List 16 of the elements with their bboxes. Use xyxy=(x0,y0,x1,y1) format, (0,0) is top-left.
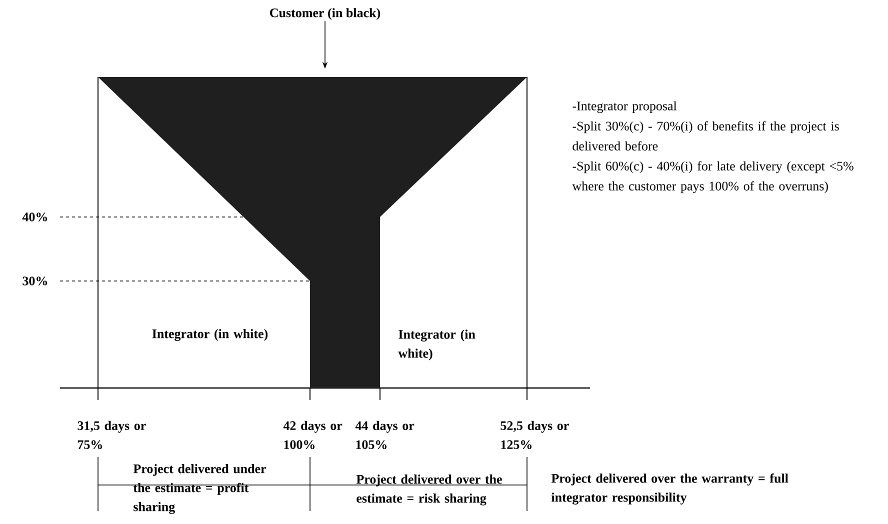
region-label: Integrator (in white) xyxy=(152,329,268,341)
zone-label: Project delivered over the warranty = full integrator responsibility xyxy=(551,473,788,504)
percent-label: 30% xyxy=(22,276,47,286)
note-text: -Integrator proposal xyxy=(572,101,677,114)
tick-label: 31,5 days or 75% xyxy=(78,420,146,450)
zone-label: Project delivered over the estimate = risk sharing xyxy=(356,474,502,506)
percent-label: 40% xyxy=(22,212,47,222)
zone-label: Project delivered under the estimate = profit sharing xyxy=(133,464,266,514)
tick-label: 44 days or 105% xyxy=(355,420,414,450)
region-label: Integrator (in white) xyxy=(398,330,476,360)
tick-label: 42 days or 100% xyxy=(283,420,342,450)
note-text: -Split 60%(c) - 40%(i) for late delivery (except <5% where the customer pays 100% of the overruns) xyxy=(572,161,854,194)
note-text: -Split 30%(c) - 70%(i) of benefits if the project is delivered before xyxy=(572,121,839,150)
heading-text: Customer (in black) xyxy=(270,8,380,20)
funnel-shape xyxy=(98,77,527,388)
tick-label: 52,5 days or 125% xyxy=(500,420,569,450)
